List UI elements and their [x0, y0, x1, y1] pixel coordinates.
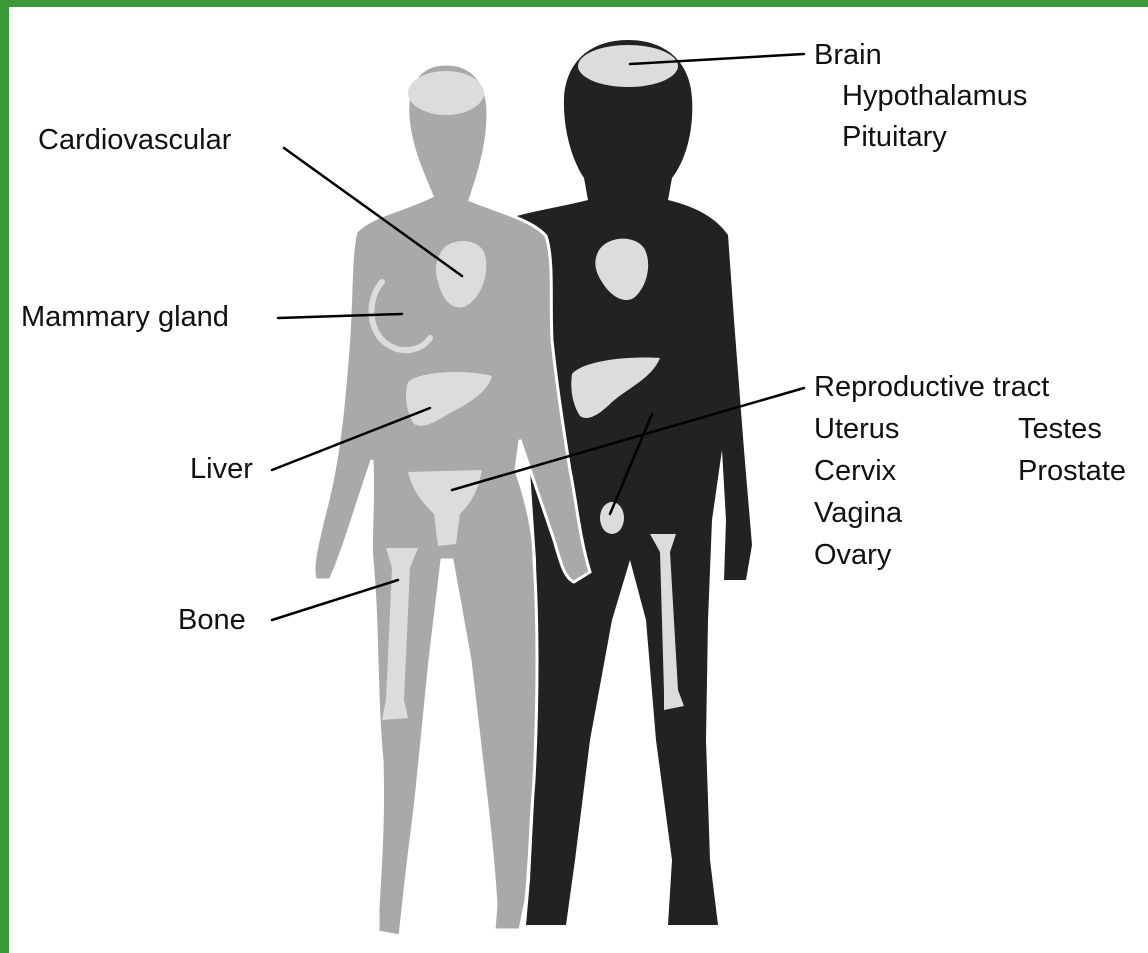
label-cardiovascular: Cardiovascular [38, 123, 231, 157]
label-hypothalamus: Hypothalamus [842, 79, 1027, 113]
label-uterus: Uterus [814, 412, 899, 446]
label-liver: Liver [190, 452, 253, 486]
label-prostate: Prostate [1018, 454, 1126, 488]
label-pituitary: Pituitary [842, 120, 947, 154]
label-cervix: Cervix [814, 454, 896, 488]
label-brain: Brain [814, 38, 882, 72]
male-brain-organ [578, 45, 678, 87]
label-ovary: Ovary [814, 538, 891, 572]
label-testes: Testes [1018, 412, 1102, 446]
label-reproductive-tract: Reproductive tract [814, 370, 1049, 404]
label-bone: Bone [178, 603, 246, 637]
label-mammary-gland: Mammary gland [21, 300, 229, 334]
female-brain-organ [408, 71, 484, 115]
label-vagina: Vagina [814, 496, 902, 530]
